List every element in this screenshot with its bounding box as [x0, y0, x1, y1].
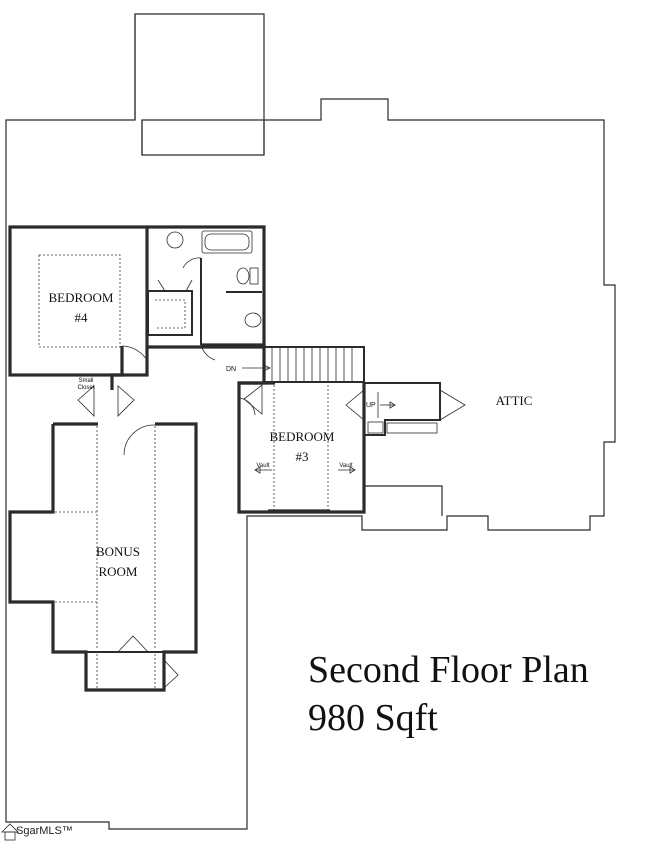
svg-text:#4: #4 — [75, 310, 89, 325]
svg-text:SgarMLS™: SgarMLS™ — [16, 825, 73, 837]
svg-text:BEDROOM: BEDROOM — [269, 429, 334, 444]
lower-right-bump — [364, 485, 443, 516]
small-closet-label-2: Closet — [77, 385, 94, 391]
staircase — [242, 346, 365, 383]
small-closet-label-1: Small — [78, 378, 93, 384]
svg-text:BEDROOM: BEDROOM — [48, 290, 113, 305]
building-outline — [5, 13, 616, 830]
bedroom-4-label: BEDROOM #4 — [48, 290, 113, 325]
plan-title: Second Floor Plan — [308, 649, 589, 691]
mls-logo: SgarMLS™ — [1, 823, 73, 841]
plan-area: 980 Sqft — [308, 697, 438, 739]
attic-label: ATTIC — [496, 393, 533, 408]
hallway-walls — [77, 343, 266, 456]
svg-text:ROOM: ROOM — [98, 564, 137, 579]
bedroom-3-label: BEDROOM #3 — [269, 429, 334, 464]
svg-text:#3: #3 — [296, 449, 309, 464]
vault-right-label: Vault — [339, 463, 353, 469]
stairs-down-label: DN — [226, 366, 236, 373]
bonus-room-label: BONUS ROOM — [96, 544, 140, 579]
bedroom-3-walls — [237, 381, 366, 514]
stairs-up-label: UP — [366, 402, 376, 409]
bonus-room-walls — [8, 422, 198, 692]
svg-text:BONUS: BONUS — [96, 544, 140, 559]
vault-left-label: Vault — [256, 463, 270, 469]
bathroom-walls — [147, 225, 266, 349]
attic-access-walls — [364, 382, 466, 436]
